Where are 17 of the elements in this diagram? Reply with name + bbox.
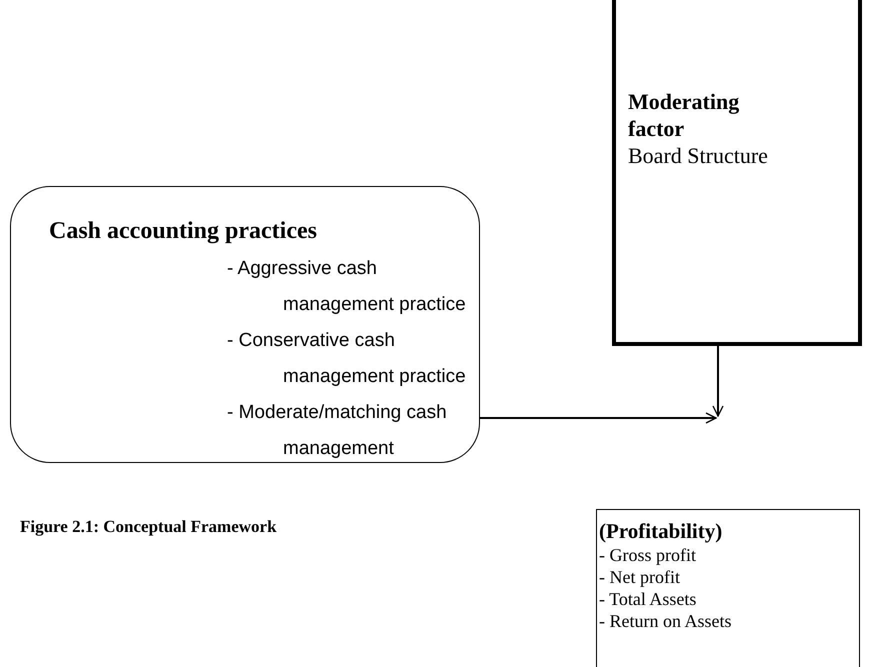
list-item: - Net profit [599, 566, 681, 588]
list-item: - Aggressive cash management practice [227, 257, 467, 317]
node-heading: Cash accounting practices [49, 217, 318, 245]
text-box [596, 509, 860, 667]
list-item: - Gross profit [599, 544, 697, 566]
list-item: - Conservative cash management practice [227, 329, 467, 389]
list-item: - Return on Assets [599, 610, 732, 632]
text-box [10, 186, 480, 463]
figure-caption: Figure 2.1: Conceptual Framework [20, 516, 277, 538]
list-item: - Total Assets [599, 588, 698, 610]
list-item: - Moderate/matching cash management [227, 401, 448, 461]
node-heading: Moderating factor [628, 88, 740, 142]
node-heading: (Profitability) [599, 518, 724, 544]
text-box [612, 0, 862, 346]
node-text: Board Structure [628, 142, 769, 169]
arrow [712, 346, 724, 417]
arrow [480, 412, 717, 424]
